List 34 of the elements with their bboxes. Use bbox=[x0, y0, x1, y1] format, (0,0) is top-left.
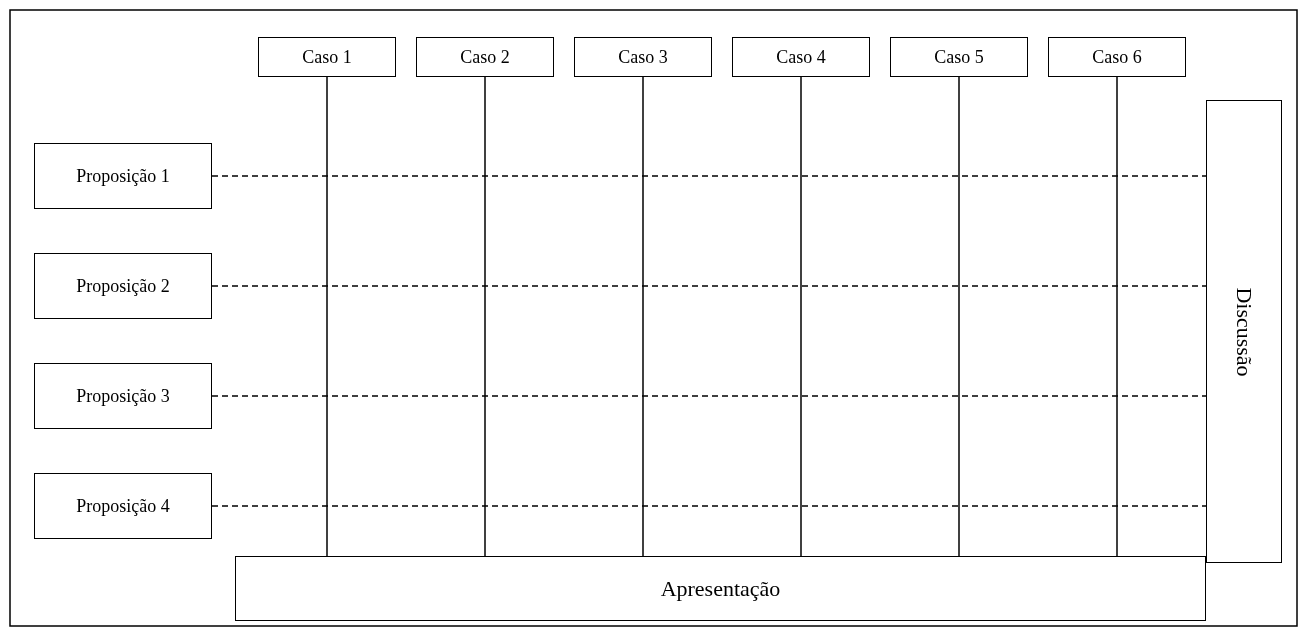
label-box bbox=[890, 37, 1028, 77]
label-box bbox=[416, 37, 554, 77]
dashed-connector bbox=[211, 175, 1207, 177]
box-label: Proposição 4 bbox=[76, 495, 170, 517]
box-label: Apresentação bbox=[660, 575, 781, 602]
label-box bbox=[34, 473, 212, 539]
connector-line bbox=[958, 76, 960, 557]
label-box bbox=[732, 37, 870, 77]
label-box bbox=[258, 37, 396, 77]
box-label: Discussão bbox=[1231, 286, 1257, 377]
dashed-connector bbox=[211, 285, 1207, 287]
label-box bbox=[34, 253, 212, 319]
box-label: Caso 1 bbox=[302, 46, 352, 68]
connector-line bbox=[642, 76, 644, 557]
connector-line bbox=[484, 76, 486, 557]
connector-line bbox=[800, 76, 802, 557]
discussion-box bbox=[1206, 100, 1282, 563]
box-label: Proposição 1 bbox=[76, 165, 170, 187]
label-box bbox=[1048, 37, 1186, 77]
box-label: Caso 6 bbox=[1092, 46, 1142, 68]
connector-line bbox=[326, 76, 328, 557]
dashed-connector bbox=[211, 395, 1207, 397]
label-box bbox=[34, 363, 212, 429]
box-label: Caso 3 bbox=[618, 46, 668, 68]
box-label: Proposição 2 bbox=[76, 275, 170, 297]
label-box bbox=[34, 143, 212, 209]
connector-line bbox=[1116, 76, 1118, 557]
box-label: Proposição 3 bbox=[76, 385, 170, 407]
box-label: Caso 4 bbox=[776, 46, 826, 68]
dashed-connector bbox=[211, 505, 1207, 507]
presentation-box bbox=[235, 556, 1206, 621]
box-label: Caso 2 bbox=[460, 46, 510, 68]
box-label: Caso 5 bbox=[934, 46, 984, 68]
label-box bbox=[574, 37, 712, 77]
